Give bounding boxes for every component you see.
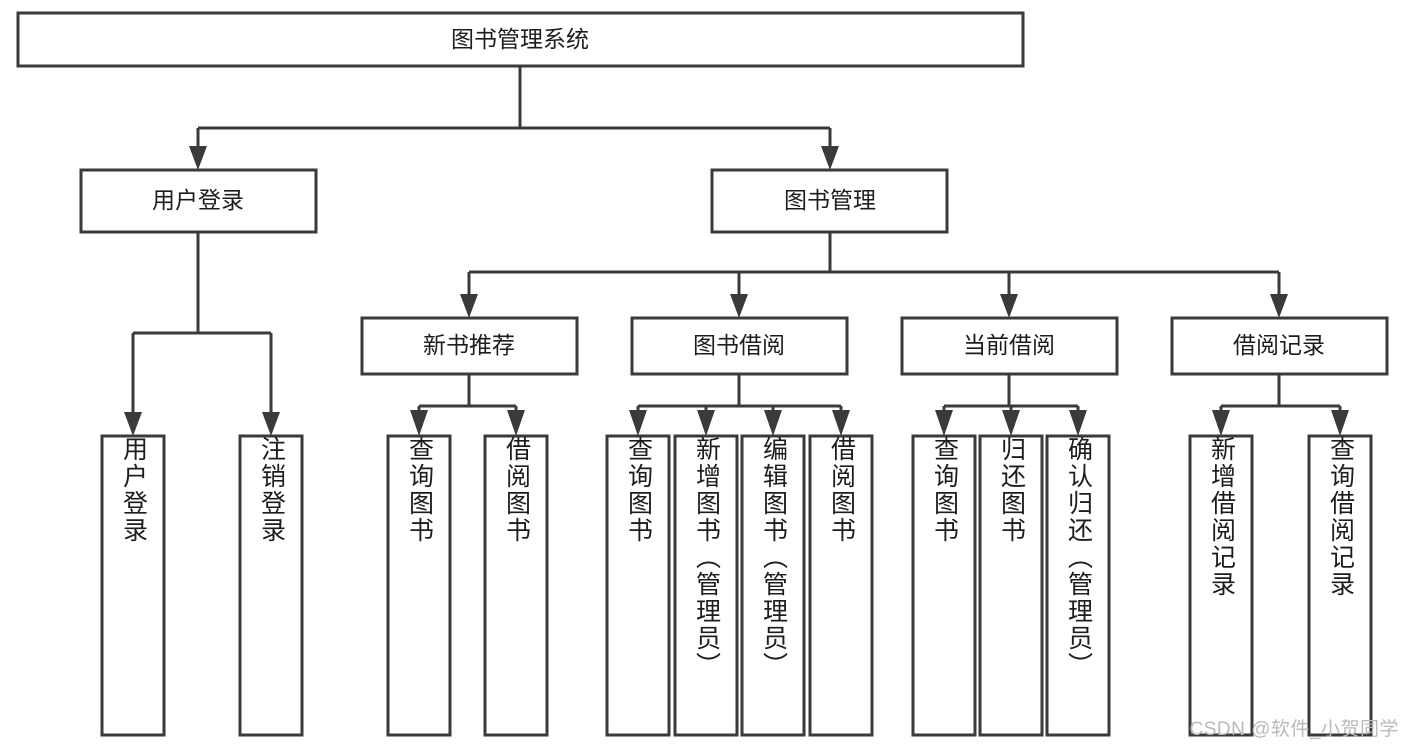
node-user-login-box <box>79 168 318 234</box>
arrow-head-icon <box>507 410 525 436</box>
connector-user-login-to-leaves <box>124 232 280 436</box>
leaf-box[interactable] <box>673 434 739 737</box>
node-new-book-recommend-box <box>360 316 579 376</box>
node-user-login-label: 用户登录 <box>152 187 244 213</box>
arrow-head-icon <box>1069 410 1087 436</box>
arrow-head-icon <box>124 412 142 436</box>
connector-book-management-to-level3 <box>460 232 1288 318</box>
arrow-head-icon <box>1002 410 1020 436</box>
leaf-boxes <box>100 434 1373 737</box>
leaf-box[interactable] <box>808 434 874 737</box>
connector-root-to-level2 <box>189 66 839 170</box>
connector-borrow-record-to-leaves <box>1212 374 1349 436</box>
arrow-head-icon <box>935 410 953 436</box>
node-borrow-record[interactable]: 借阅记录 <box>1170 316 1389 376</box>
node-borrow-record-label: 借阅记录 <box>1233 332 1325 358</box>
arrow-head-icon <box>629 410 647 436</box>
arrow-head-icon <box>821 146 839 170</box>
node-user-login[interactable]: 用户登录 <box>79 168 318 234</box>
arrow-head-icon <box>764 410 782 436</box>
csdn-watermark: CSDN @软件_小贺同学 <box>1189 719 1399 740</box>
node-root-box <box>16 11 1025 68</box>
leaf-box[interactable] <box>1307 434 1373 737</box>
node-current-borrow-box <box>900 316 1119 376</box>
connector-book-borrow-to-leaves <box>629 374 850 436</box>
leaf-box[interactable] <box>911 434 977 737</box>
node-current-borrow-label: 当前借阅 <box>963 332 1055 358</box>
node-root[interactable]: 图书管理系统 <box>16 11 1025 68</box>
arrow-head-icon <box>1212 410 1230 436</box>
leaf-box[interactable] <box>386 434 452 737</box>
node-new-book-recommend-label: 新书推荐 <box>423 332 515 358</box>
node-current-borrow[interactable]: 当前借阅 <box>900 316 1119 376</box>
node-root-label: 图书管理系统 <box>451 26 589 52</box>
arrow-head-icon <box>832 410 850 436</box>
leaf-box[interactable] <box>978 434 1044 737</box>
connector-new-book-recommend-to-leaves <box>410 374 525 436</box>
leaf-box[interactable] <box>483 434 549 737</box>
arrow-head-icon <box>697 410 715 436</box>
leaf-box[interactable] <box>238 434 304 737</box>
node-book-management-label: 图书管理 <box>784 187 876 213</box>
arrow-head-icon <box>189 146 207 170</box>
arrow-head-icon <box>1331 410 1349 436</box>
node-book-management[interactable]: 图书管理 <box>710 168 949 234</box>
leaf-box[interactable] <box>1188 434 1254 737</box>
node-book-borrow[interactable]: 图书借阅 <box>630 316 849 376</box>
leaf-box[interactable] <box>605 434 671 737</box>
leaf-box[interactable] <box>1045 434 1111 737</box>
arrow-head-icon <box>460 294 478 318</box>
leaf-box[interactable] <box>740 434 806 737</box>
arrow-head-icon <box>410 410 428 436</box>
connector-current-borrow-to-leaves <box>935 374 1087 436</box>
arrow-head-icon <box>1270 294 1288 318</box>
arrow-head-icon <box>1000 294 1018 318</box>
node-new-book-recommend[interactable]: 新书推荐 <box>360 316 579 376</box>
arrow-head-icon <box>262 412 280 436</box>
leaf-box[interactable] <box>100 434 166 737</box>
node-book-borrow-label: 图书借阅 <box>693 332 785 358</box>
arrow-head-icon <box>730 294 748 318</box>
